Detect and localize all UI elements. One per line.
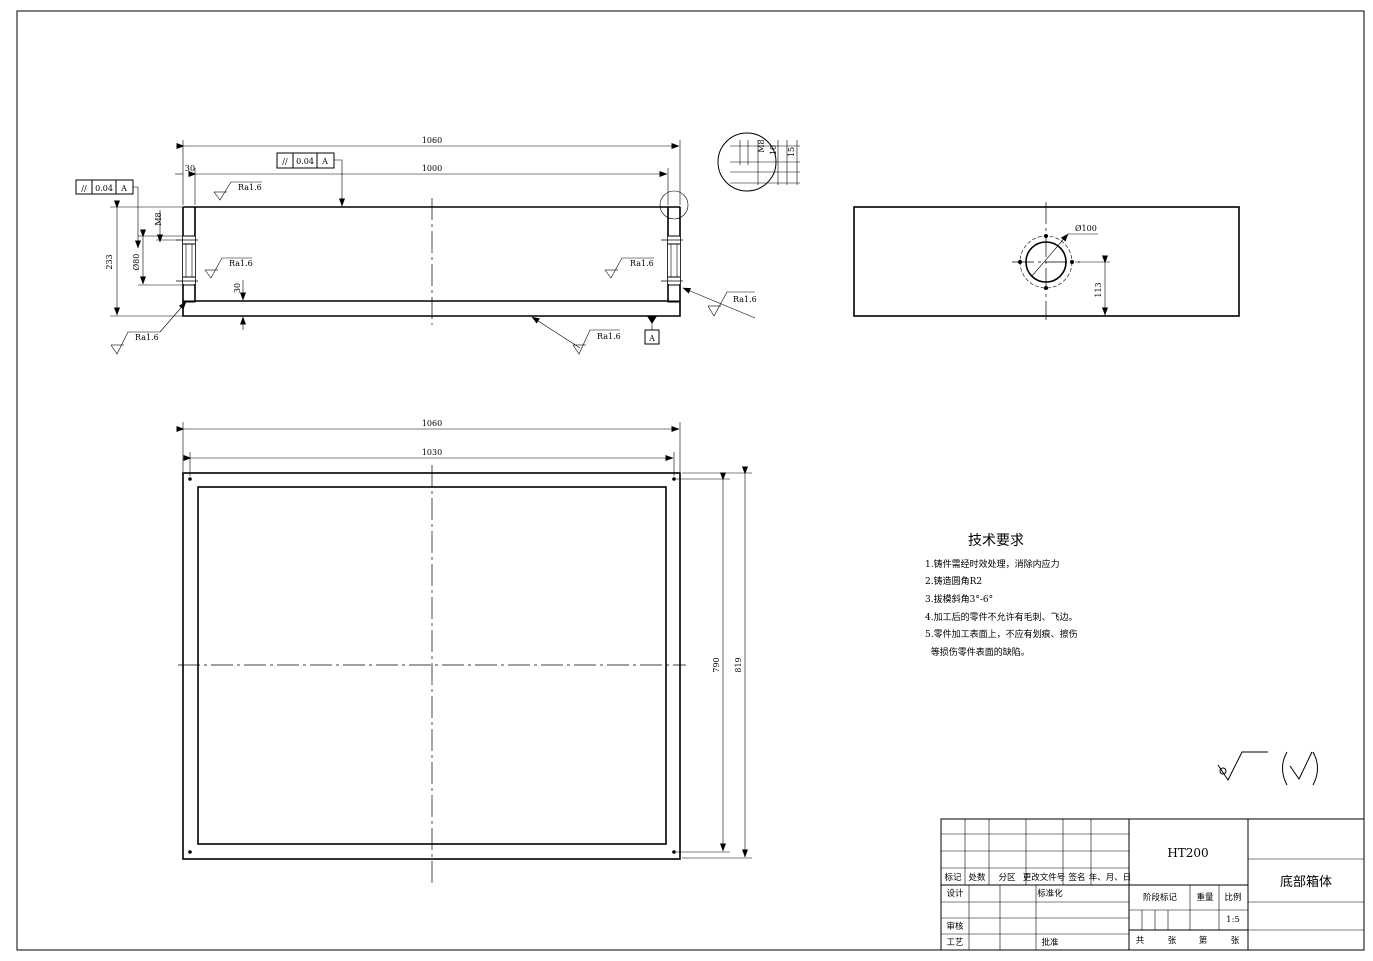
svg-text:Ra1.6: Ra1.6: [630, 259, 654, 268]
tb-weight: 重量: [1196, 892, 1214, 903]
tech-item-1: 1.铸件需经时效处理，消除内应力: [925, 558, 1060, 570]
tb-total: 共: [1136, 936, 1145, 946]
tb-part-name: 底部箱体: [1280, 874, 1332, 890]
tech-item-6: 等损伤零件表面的缺陷。: [925, 646, 1030, 658]
title-block: 标记 处数 分区 更改文件号 签名 年、月、日 设计 标准化 审核 工艺 批准 …: [940, 818, 1365, 951]
bottom-plate: [182, 300, 681, 317]
tb-zone: 分区: [998, 873, 1016, 883]
dim-m8: M8: [154, 212, 163, 225]
svg-text:Ra1.6: Ra1.6: [229, 259, 253, 268]
tb-check: 审核: [946, 921, 964, 932]
dim-819: 819: [734, 657, 743, 672]
detail-marker-circle: [659, 190, 689, 220]
tb-material: HT200: [1167, 846, 1208, 860]
svg-text://: //: [282, 157, 288, 166]
dim-dia100: Ø100: [1075, 224, 1097, 233]
sheet-border: [16, 10, 1365, 951]
tb-doc: 更改文件号: [1023, 872, 1066, 883]
svg-text:Ra1.6: Ra1.6: [733, 295, 757, 304]
dim-1030-plan: 1030: [422, 448, 442, 457]
detail-dim-m8: M8: [757, 139, 766, 152]
detail-view: M8 10 15: [717, 132, 800, 192]
tb-sheet-no: 第: [1199, 935, 1208, 946]
parallelism-frame-top: // 0.04 A: [276, 152, 345, 207]
front-section-view: 1060 1000 30 233 Ø80 M8 30 // 0.: [75, 136, 757, 355]
dim-1000-front: 1000: [422, 164, 442, 173]
tb-sign: 签名: [1068, 872, 1085, 883]
tb-mark: 标记: [944, 872, 962, 883]
dim-113: 113: [1094, 282, 1103, 297]
tb-scale: 1:5: [1226, 915, 1240, 925]
plan-outer-rect: [182, 472, 681, 860]
general-roughness-symbol: [1217, 751, 1318, 786]
svg-text:0.04: 0.04: [296, 157, 314, 166]
side-hole: [1025, 241, 1067, 283]
tb-process: 工艺: [946, 938, 963, 948]
svg-text:Ra1.6: Ra1.6: [238, 183, 262, 192]
roughness-symbol-1: Ra1.6: [213, 181, 262, 201]
svg-text:A: A: [321, 157, 328, 166]
tech-title: 技术要求: [968, 533, 1024, 549]
dim-30-wall: 30: [185, 164, 195, 173]
datum-a: A: [644, 316, 660, 345]
tb-standard: 标准化: [1037, 888, 1063, 899]
tech-item-4: 4.加工后的零件不允许有毛刺、飞边。: [925, 611, 1078, 623]
roughness-symbol-6: Ra1.6: [531, 316, 621, 355]
tb-stage-mark: 阶段标记: [1143, 892, 1178, 903]
tb-sheets2: 张: [1231, 936, 1240, 946]
tech-item-5: 5.零件加工表面上，不应有划痕、擦伤: [925, 628, 1078, 640]
tb-design: 设计: [946, 888, 964, 899]
side-view: Ø100 113: [853, 202, 1240, 320]
tb-scale-label: 比例: [1224, 892, 1241, 903]
dim-1060-front: 1060: [422, 136, 442, 145]
dim-233: 233: [105, 254, 114, 269]
tb-sheets1: 张: [1168, 936, 1177, 946]
tb-approve: 批准: [1041, 937, 1059, 948]
roughness-symbol-2: Ra1.6: [204, 257, 253, 279]
svg-text:A: A: [648, 334, 655, 343]
parallelism-frame-left: // 0.04 A: [75, 179, 141, 249]
svg-text:Ra1.6: Ra1.6: [135, 333, 159, 342]
detail-dim-15: 15: [787, 147, 796, 157]
svg-text://: //: [81, 184, 87, 193]
dim-1060-plan: 1060: [422, 419, 442, 428]
svg-text:A: A: [120, 184, 127, 193]
svg-text:0.04: 0.04: [95, 184, 113, 193]
plan-view: 1060 1030 790 819: [176, 419, 752, 883]
dim-790: 790: [712, 657, 721, 672]
roughness-symbol-5: Ra1.6: [110, 301, 187, 355]
roughness-symbol-4: Ra1.6: [682, 287, 757, 319]
tb-count: 处数: [968, 872, 986, 883]
svg-text:Ra1.6: Ra1.6: [597, 332, 621, 341]
tech-item-2: 2.铸造圆角R2: [925, 575, 982, 587]
tb-date: 年、月、日: [1089, 872, 1132, 883]
tech-item-3: 3.拔模斜角3°-6°: [925, 593, 993, 605]
tech-requirements: 技术要求 1.铸件需经时效处理，消除内应力 2.铸造圆角R2 3.拔模斜角3°-…: [925, 533, 1078, 658]
dim-dia80: Ø80: [132, 254, 141, 271]
roughness-symbol-3: Ra1.6: [604, 257, 654, 279]
dim-30-bottom: 30: [233, 283, 242, 293]
detail-dim-10: 10: [769, 145, 778, 155]
side-view-outline: [853, 206, 1240, 317]
